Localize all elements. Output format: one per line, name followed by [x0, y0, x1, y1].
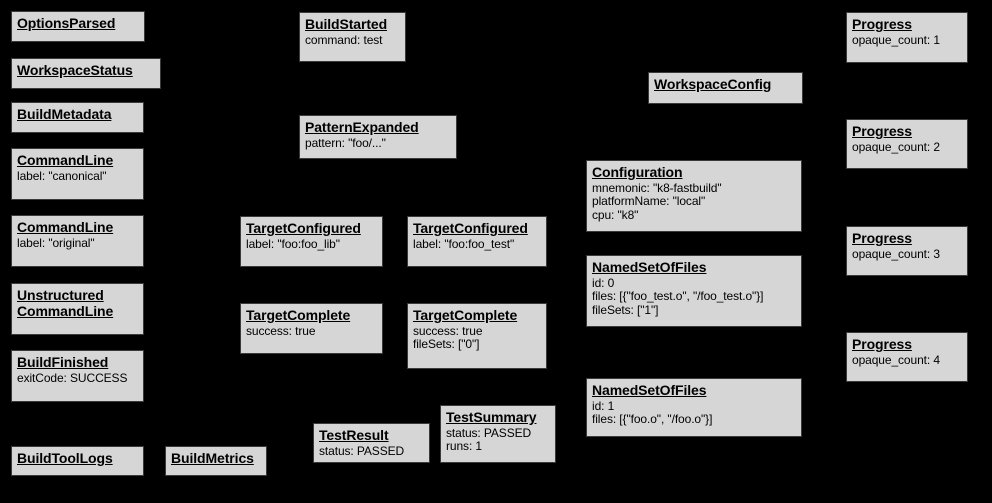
node-title: Progress: [852, 123, 912, 139]
node-fields: exitCode: SUCCESS: [17, 370, 138, 385]
node-unstructured-command-line[interactable]: Unstructured CommandLine: [11, 283, 144, 335]
node-field: command: test: [305, 32, 383, 47]
node-title: CommandLine: [17, 152, 114, 168]
node-fields: opaque_count: 2: [852, 139, 962, 154]
node-title: TestResult: [319, 427, 389, 443]
node-title: NamedSetOfFiles: [592, 382, 707, 398]
node-title: TargetComplete: [246, 307, 351, 323]
node-field: pattern: "foo/...": [305, 135, 386, 150]
node-fields: label: "foo:foo_lib": [246, 236, 377, 251]
node-workspace-config[interactable]: WorkspaceConfig: [648, 72, 803, 104]
node-title: NamedSetOfFiles: [592, 259, 707, 275]
node-field: opaque_count: 4: [852, 352, 940, 367]
node-options-parsed[interactable]: OptionsParsed: [11, 11, 145, 42]
node-field: id: 0: [592, 275, 615, 290]
node-field: success: true: [413, 323, 483, 338]
node-title: WorkspaceConfig: [654, 76, 772, 92]
node-fields: success: true: [246, 323, 377, 338]
node-title: WorkspaceStatus: [17, 62, 133, 78]
node-title: TargetConfigured: [246, 220, 361, 236]
node-field: success: true: [246, 323, 316, 338]
node-fields: opaque_count: 1: [852, 32, 962, 47]
node-title: TestSummary: [446, 409, 537, 425]
node-title: BuildMetadata: [17, 106, 112, 122]
node-field: platformName: "local": [592, 194, 706, 209]
node-fields: opaque_count: 3: [852, 246, 962, 261]
node-field: files: [{"foo.o", "/foo.o"}]: [592, 412, 713, 427]
node-fields: status: PASSED: [319, 443, 424, 458]
node-field: status: PASSED: [319, 443, 405, 458]
node-field: opaque_count: 3: [852, 246, 940, 261]
node-field: label: "foo:foo_test": [413, 236, 515, 251]
node-field: mnemonic: "k8-fastbuild": [592, 180, 722, 195]
node-title: BuildFinished: [17, 354, 109, 370]
node-field: files: [{"foo_test.o", "/foo_test.o"}]: [592, 289, 764, 304]
node-title: OptionsParsed: [17, 15, 116, 31]
node-title: Progress: [852, 336, 912, 352]
node-field: status: PASSED: [446, 425, 532, 440]
node-fields: mnemonic: "k8-fastbuild"platformName: "l…: [592, 180, 796, 222]
node-field: label: "foo:foo_lib": [246, 236, 340, 251]
node-field: label: "original": [17, 235, 95, 250]
node-title: Configuration: [592, 164, 683, 180]
node-field: opaque_count: 1: [852, 32, 940, 47]
node-title: BuildStarted: [305, 16, 388, 32]
node-title: TargetComplete: [413, 307, 518, 323]
node-fields: opaque_count: 4: [852, 352, 962, 367]
node-field: opaque_count: 2: [852, 139, 940, 154]
node-title: Progress: [852, 230, 912, 246]
node-build-metadata[interactable]: BuildMetadata: [11, 102, 144, 133]
node-title: CommandLine: [17, 219, 114, 235]
node-fields: command: test: [305, 32, 400, 47]
node-title: Unstructured CommandLine: [17, 287, 114, 319]
node-title: PatternExpanded: [305, 119, 419, 135]
node-fields: pattern: "foo/...": [305, 135, 451, 150]
node-title: Progress: [852, 16, 912, 32]
node-fields: label: "canonical": [17, 168, 138, 183]
node-fields: label: "foo:foo_test": [413, 236, 541, 251]
node-build-metrics[interactable]: BuildMetrics: [165, 446, 267, 476]
node-field: id: 1: [592, 398, 615, 413]
node-fields: label: "original": [17, 235, 138, 250]
node-field: cpu: "k8": [592, 207, 639, 222]
node-field: exitCode: SUCCESS: [17, 370, 128, 385]
node-field: runs: 1: [446, 439, 482, 454]
node-build-tool-logs[interactable]: BuildToolLogs: [11, 446, 144, 476]
node-workspace-status[interactable]: WorkspaceStatus: [11, 58, 161, 89]
node-field: label: "canonical": [17, 168, 107, 183]
node-field: fileSets: ["1"]: [592, 302, 659, 317]
node-title: BuildToolLogs: [17, 450, 113, 466]
node-title: BuildMetrics: [171, 450, 254, 466]
node-title: TargetConfigured: [413, 220, 528, 236]
node-field: fileSets: ["0"]: [413, 337, 480, 352]
